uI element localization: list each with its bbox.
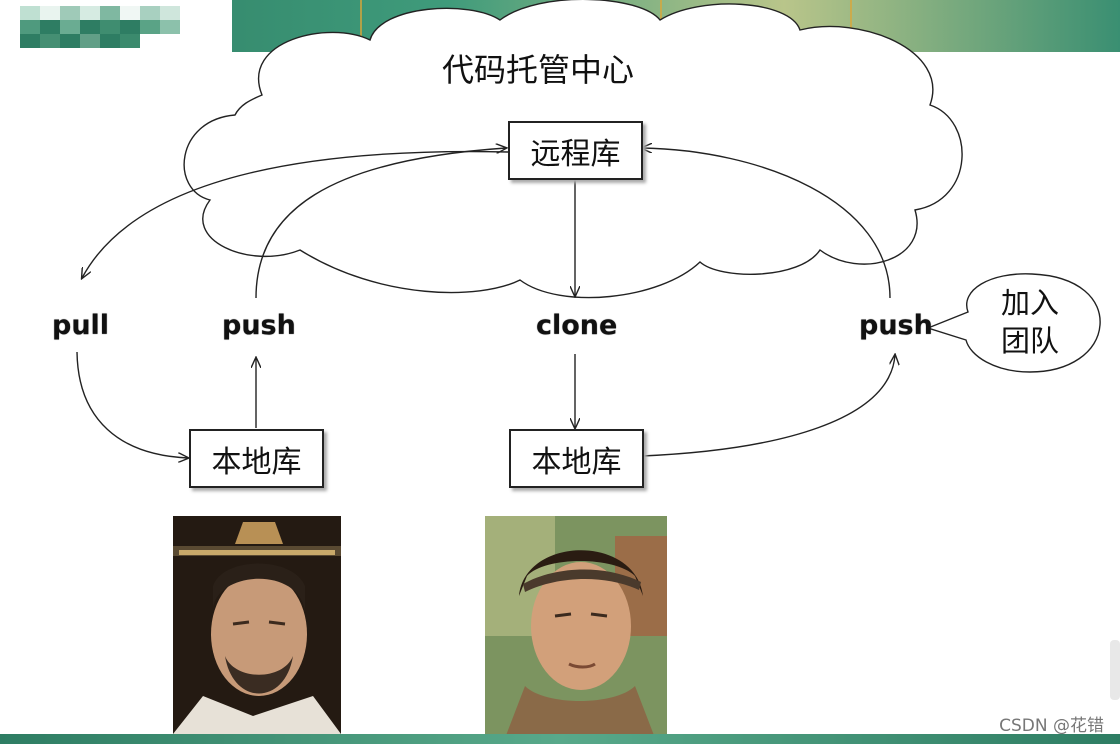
portrait-right-icon: [485, 516, 667, 738]
local-repo-right-box: 本地库: [509, 429, 644, 488]
band-stripe: [300, 0, 362, 52]
person-photo-right: [485, 516, 667, 738]
arrow-local-to-push-right: [641, 355, 895, 457]
bubble-line-1: 加入: [1000, 286, 1059, 320]
watermark: CSDN @花错: [999, 716, 1104, 736]
clone-label: clone: [536, 310, 618, 341]
remote-repo-box: 远程库: [508, 121, 643, 180]
band-stripe: [760, 0, 852, 52]
push-right-label: push: [859, 310, 933, 341]
remote-repo-label: 远程库: [530, 136, 621, 172]
arrow-remote-to-pull: [82, 150, 509, 278]
speech-bubble-text: 加入 团队: [994, 284, 1066, 360]
pixelated-logo: [0, 0, 232, 52]
local-repo-left-label: 本地库: [211, 444, 302, 480]
bottom-decorative-band: [0, 734, 1120, 744]
local-repo-left-box: 本地库: [189, 429, 324, 488]
speech-bubble-shape: [925, 273, 1101, 373]
person-photo-left: [173, 516, 341, 734]
bubble-line-2: 团队: [1000, 324, 1059, 358]
scrollbar[interactable]: [1110, 640, 1120, 700]
portrait-left-icon: [173, 516, 341, 734]
arrow-push-right-to-remote: [642, 148, 891, 299]
local-repo-right-label: 本地库: [531, 444, 622, 480]
cloud-title: 代码托管中心: [442, 51, 635, 89]
arrow-pull-to-local: [76, 351, 188, 458]
pull-label: pull: [52, 310, 110, 341]
arrow-push-to-remote: [255, 148, 506, 299]
push-left-label: push: [222, 310, 296, 341]
